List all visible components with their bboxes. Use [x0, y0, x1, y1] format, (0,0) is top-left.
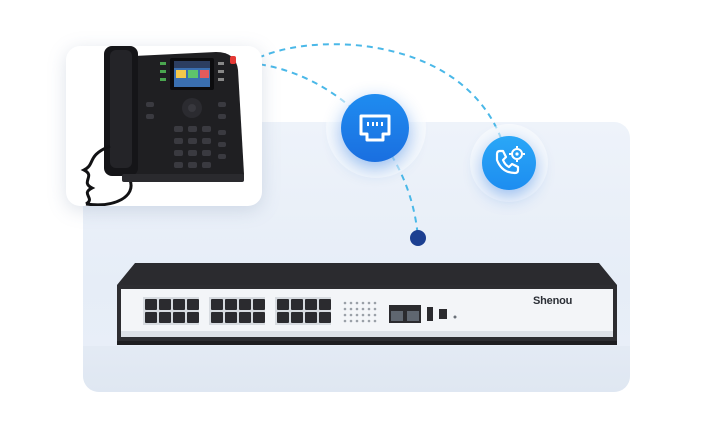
poe-switch — [117, 263, 617, 350]
service-circle — [482, 136, 536, 190]
port-group-3 — [275, 297, 331, 325]
status-led-grid — [343, 301, 377, 323]
brand-label: Shenou — [533, 295, 573, 307]
port-group-2 — [209, 297, 265, 325]
ethernet-port-icon — [359, 114, 391, 142]
uplink-ports — [389, 305, 421, 323]
link-phone-to-service — [248, 43, 506, 151]
switch-node-dot — [410, 230, 426, 246]
ip-phone-card — [66, 46, 262, 207]
usb-port — [427, 307, 433, 321]
port-group-1 — [143, 297, 199, 325]
port-circle — [341, 94, 409, 162]
backdrop-floor — [83, 346, 630, 392]
ip-phone-image — [80, 46, 244, 207]
console-port — [439, 309, 447, 319]
poe-switch-image — [117, 263, 617, 345]
phone-settings-icon — [495, 146, 525, 175]
